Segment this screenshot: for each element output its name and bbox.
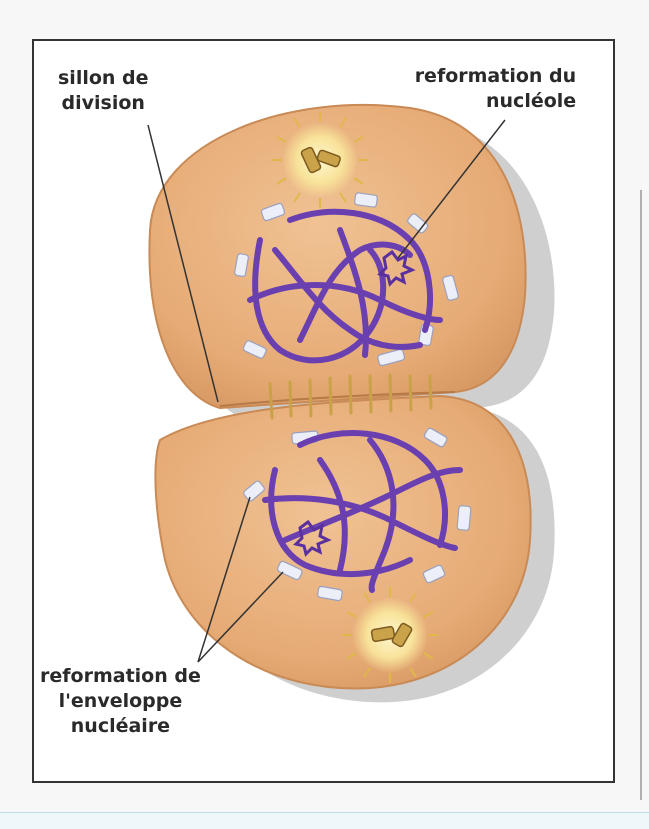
upper-envelope-fragments xyxy=(234,192,459,367)
label-line: l'enveloppe xyxy=(58,690,183,712)
bottom-band xyxy=(0,812,649,829)
label-line: nucléole xyxy=(486,90,577,112)
label-line: division xyxy=(61,92,145,114)
leader-lines xyxy=(147,119,506,663)
midbody-fibers xyxy=(268,373,433,420)
lower-envelope-fragments xyxy=(243,427,472,602)
lower-nucleolus xyxy=(293,519,332,557)
leader-sillon xyxy=(147,124,219,403)
label-sillon-de-division: sillon de division xyxy=(58,66,149,116)
label-line: sillon de xyxy=(58,67,149,89)
label-reformation-nucleole: reformation du nucléole xyxy=(366,64,576,114)
label-line: nucléaire xyxy=(70,715,171,737)
lower-chromosomes xyxy=(262,430,463,593)
leader-enveloppe-1 xyxy=(197,496,251,663)
label-line: reformation du xyxy=(414,65,577,87)
upper-centrosome xyxy=(272,112,368,208)
leader-enveloppe-2 xyxy=(197,571,284,663)
upper-chromosomes xyxy=(247,208,443,364)
upper-nucleolus xyxy=(377,249,416,287)
leader-nucleole xyxy=(397,119,506,259)
cleavage-furrow xyxy=(219,391,456,407)
label-line: reformation de xyxy=(40,665,201,687)
label-reformation-enveloppe: reformation de l'enveloppe nucléaire xyxy=(40,664,201,739)
lower-centrosome xyxy=(342,587,438,683)
